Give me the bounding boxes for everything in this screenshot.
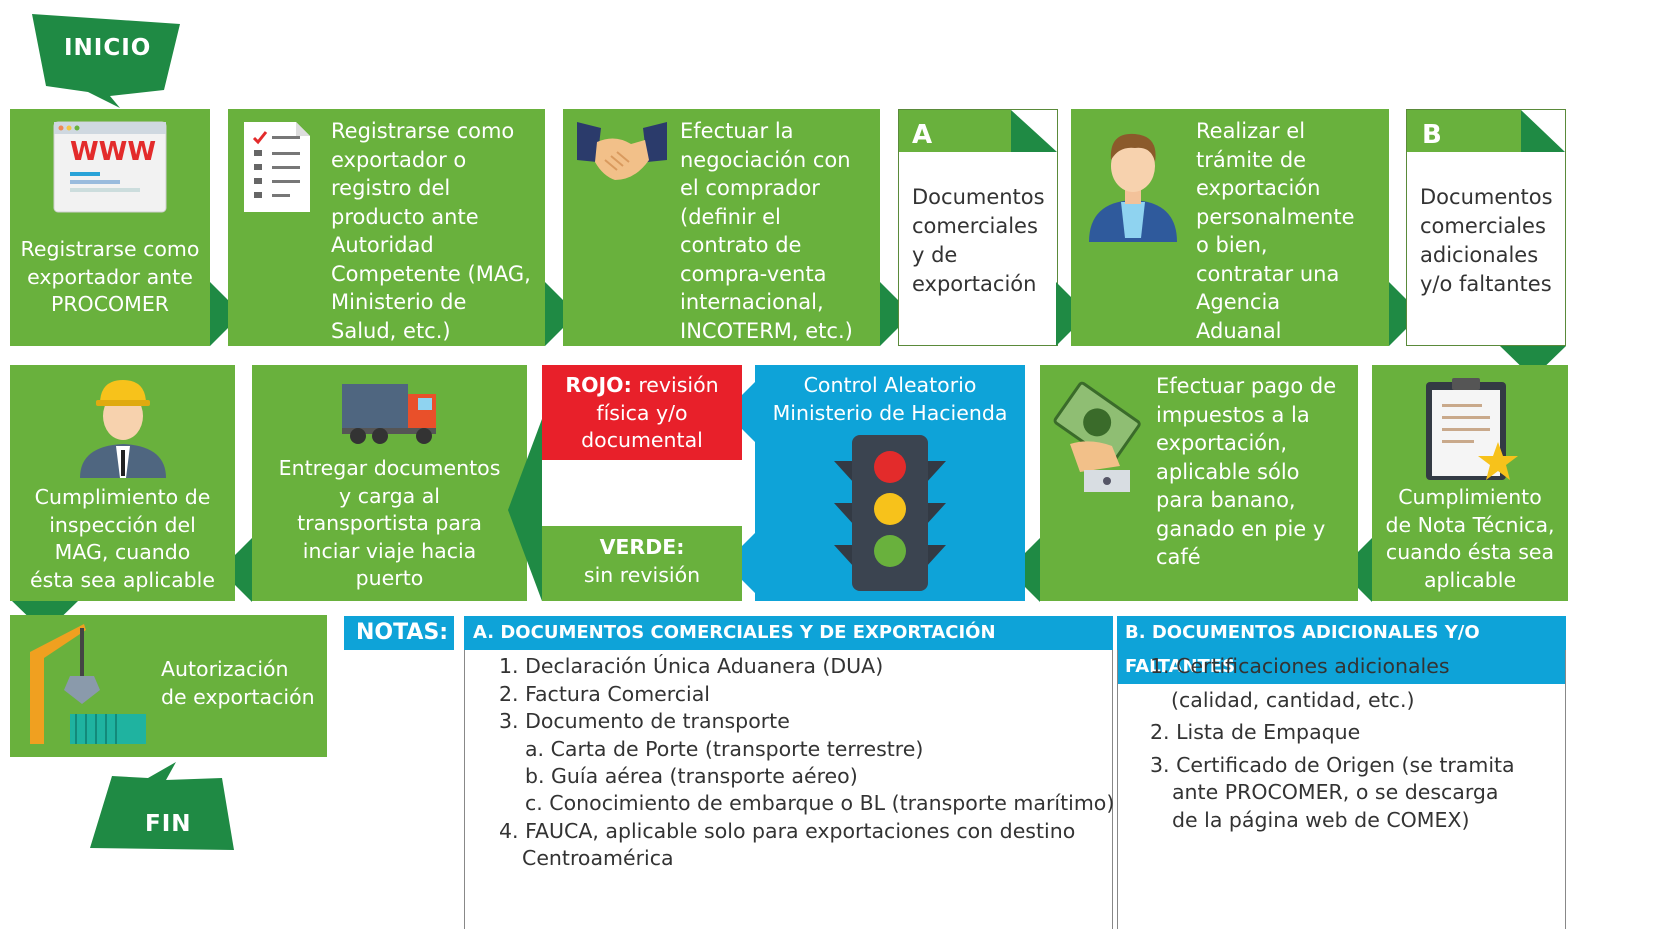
notes-a-subitem: c. Conocimiento de embarque o BL (transp…	[525, 791, 1115, 815]
inspector-icon	[80, 380, 166, 478]
truck-icon	[342, 384, 436, 444]
crane-container-icon	[30, 624, 146, 744]
notes-b-item: 1. Certificaciones adicionales	[1150, 654, 1450, 678]
notes-a-item: 3. Documento de transporte	[499, 709, 790, 733]
documents-a-fold	[1011, 110, 1057, 152]
web-browser-icon	[53, 121, 167, 213]
checklist-icon	[244, 122, 310, 212]
notes-a-panel	[464, 650, 1113, 929]
notes-b-header: B. DOCUMENTOS ADICIONALES Y/O FALTANTES	[1117, 616, 1566, 684]
clipboard-star-icon	[1426, 378, 1518, 480]
documents-b-header	[1407, 110, 1521, 152]
notes-b-item: (calidad, cantidad, etc.)	[1171, 688, 1415, 712]
traffic-light-icon	[834, 435, 946, 591]
notes-a-item: 4. FAUCA, aplicable solo para exportacio…	[499, 819, 1076, 843]
notes-label: NOTAS:	[356, 620, 449, 645]
notes-b-item: ante PROCOMER, o se descarga	[1172, 780, 1499, 804]
start-label: INICIO	[64, 35, 152, 61]
documents-b-fold	[1521, 110, 1565, 152]
green-result-text: VERDE:sin revisión	[583, 535, 701, 587]
notes-label-box	[344, 616, 454, 650]
documents-b-letter: B	[1422, 120, 1442, 150]
notes-a-item: Centroamérica	[522, 846, 674, 870]
start-flag	[32, 14, 180, 108]
money-hand-icon	[1053, 381, 1141, 492]
notes-a-subitem: b. Guía aérea (transporte aéreo)	[525, 764, 858, 788]
web-icon-text: WWW	[70, 137, 157, 167]
handshake-icon	[577, 122, 667, 180]
notes-b-item: de la página web de COMEX)	[1172, 808, 1470, 832]
documents-a-header	[899, 110, 1011, 152]
agent-person-icon	[1089, 133, 1177, 242]
end-flag	[90, 762, 234, 850]
notes-a-item: 2. Factura Comercial	[499, 682, 710, 706]
notes-a-header: A. DOCUMENTOS COMERCIALES Y DE EXPORTACI…	[464, 616, 1113, 650]
arrow-left-large	[508, 419, 542, 601]
notes-b-item: 3. Certificado de Origen (se tramita	[1150, 753, 1515, 777]
green-result	[542, 526, 742, 601]
documents-a-letter: A	[912, 120, 933, 150]
notes-b-panel	[1117, 650, 1566, 929]
notes-b-item: 2. Lista de Empaque	[1150, 720, 1361, 744]
red-result	[542, 365, 742, 460]
end-label: FIN	[145, 811, 192, 837]
notes-a-item: 1. Declaración Única Aduanera (DUA)	[499, 654, 884, 678]
notes-a-subitem: a. Carta de Porte (transporte terrestre)	[525, 737, 924, 761]
